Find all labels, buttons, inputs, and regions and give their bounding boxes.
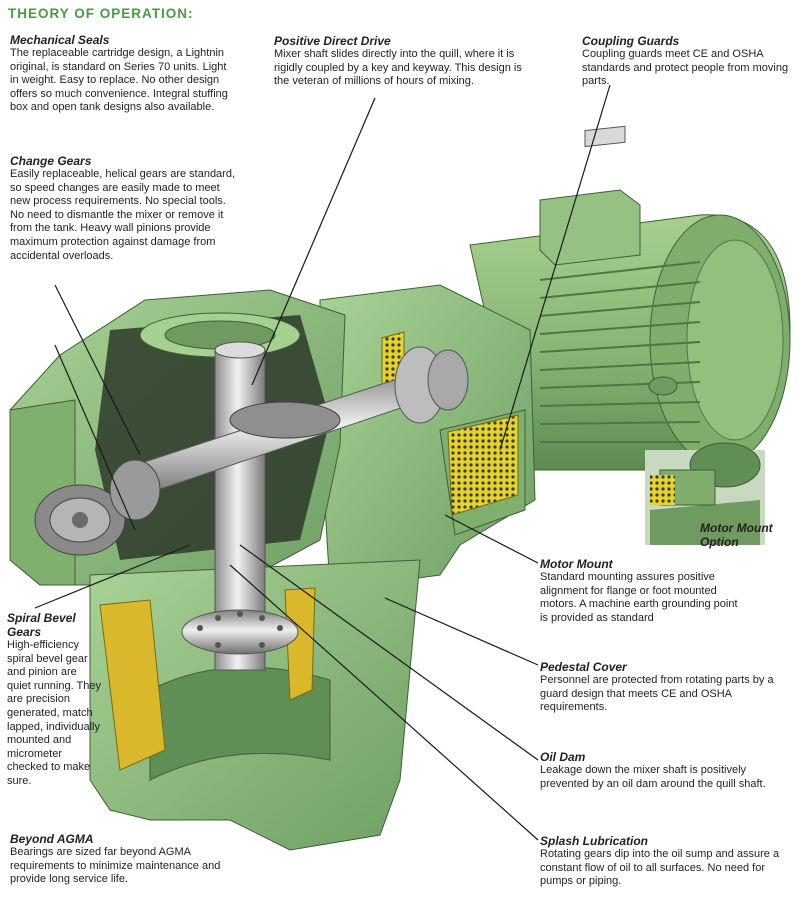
callout-title: Oil Dam [540, 750, 586, 764]
callout-mechanical-seals: Mechanical Seals The replaceable cartrid… [10, 33, 238, 115]
callout-text: Personnel are protected from rotating pa… [540, 674, 774, 714]
callout-motor-mount: Motor Mount Standard mounting assures po… [540, 557, 740, 625]
callout-title: Positive Direct Drive [274, 34, 391, 48]
callout-title: Beyond AGMA [10, 832, 94, 846]
callout-pedestal-cover: Pedestal Cover Personnel are protected f… [540, 660, 775, 715]
motor [469, 125, 791, 471]
callout-title: Change Gears [10, 154, 92, 168]
callout-change-gears: Change Gears Easily replaceable, helical… [10, 154, 236, 263]
callout-text: Mixer shaft slides directly into the qui… [274, 48, 522, 88]
callout-oil-dam: Oil Dam Leakage down the mixer shaft is … [540, 750, 780, 791]
callout-title: Mechanical Seals [10, 33, 110, 47]
callout-text: Rotating gears dip into the oil sump and… [540, 848, 780, 888]
callout-title: Coupling Guards [582, 34, 680, 48]
callout-text: Leakage down the mixer shaft is positive… [540, 764, 766, 790]
change-gears [34, 401, 341, 556]
callout-text: Easily replaceable, helical gears are st… [10, 168, 236, 262]
callout-text: Coupling guards meet CE and OSHA standar… [582, 48, 789, 88]
callout-text: The replaceable cartridge design, a Ligh… [10, 47, 228, 114]
callout-spiral-bevel-gears: Spiral Bevel Gears High-efficiency spira… [7, 611, 102, 789]
motor-mount-housing [319, 284, 536, 591]
leader-lines [34, 84, 611, 841]
callout-motor-mount-option: Motor Mount Option [700, 521, 796, 549]
pedestal [89, 559, 421, 851]
callout-title: Motor Mount [540, 557, 613, 571]
callout-title: Pedestal Cover [540, 660, 627, 674]
callout-title: Spiral Bevel Gears [7, 611, 76, 639]
motor-mount-option-inset [645, 442, 765, 545]
callout-title: Splash Lubrication [540, 834, 649, 848]
callout-beyond-agma: Beyond AGMA Bearings are sized far beyon… [10, 832, 235, 887]
callout-coupling-guards: Coupling Guards Coupling guards meet CE … [582, 34, 800, 89]
callout-positive-direct-drive: Positive Direct Drive Mixer shaft slides… [274, 34, 532, 89]
callout-title: Motor Mount Option [700, 521, 773, 549]
callout-text: Standard mounting assures positive align… [540, 571, 738, 624]
page-title: THEORY OF OPERATION: [8, 6, 194, 21]
callout-splash-lubrication: Splash Lubrication Rotating gears dip in… [540, 834, 795, 889]
callout-text: High-efficiency spiral bevel gear and pi… [7, 639, 101, 787]
callout-text: Bearings are sized far beyond AGMA requi… [10, 846, 221, 886]
mixer-shaft [181, 341, 299, 671]
